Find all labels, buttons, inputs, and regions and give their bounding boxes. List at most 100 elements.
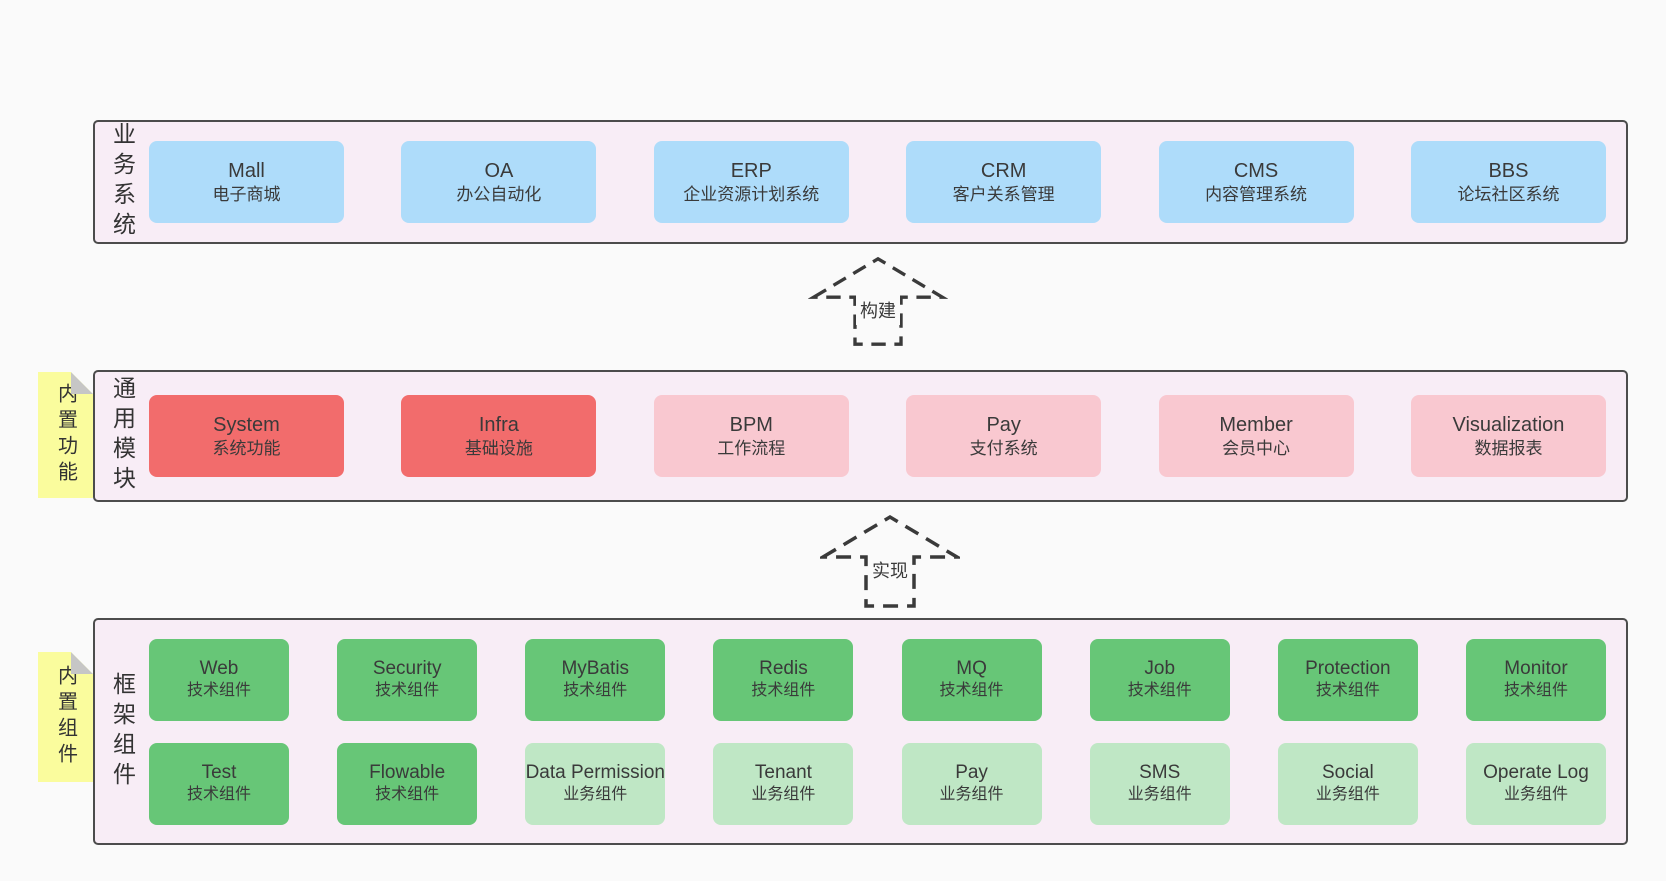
box-flowable: Flowable 技术组件	[337, 742, 478, 825]
box-title: Infra	[478, 413, 519, 436]
box-subtitle: 支付系统	[969, 438, 1038, 458]
box-subtitle: 企业资源计划系统	[683, 184, 820, 204]
box-subtitle: 会员中心	[1222, 438, 1291, 458]
box-title: Protection	[1305, 657, 1391, 679]
box-subtitle: 电子商城	[212, 184, 281, 204]
box-title: Social	[1321, 761, 1374, 783]
box-subtitle: 技术组件	[186, 786, 251, 804]
box-subtitle: 办公自动化	[456, 184, 542, 204]
box-title: Job	[1144, 657, 1176, 679]
box-title: Test	[201, 761, 237, 783]
box-pay: Pay 业务组件	[901, 742, 1042, 825]
build-arrow: 构建	[808, 254, 948, 348]
box-title: BPM	[729, 413, 773, 436]
folded-corner-icon	[71, 372, 93, 394]
box-subtitle: 业务组件	[1127, 786, 1192, 804]
dashed-up-arrow-icon	[820, 514, 960, 608]
box-subtitle: 论坛社区系统	[1457, 184, 1560, 204]
box-title: CRM	[980, 159, 1027, 182]
box-title: Pay	[955, 761, 988, 783]
box-subtitle: 客户关系管理	[952, 184, 1055, 204]
box-title: Member	[1219, 413, 1293, 436]
box-data-permission: Data Permission 业务组件	[525, 742, 666, 825]
box-title: Monitor	[1504, 657, 1568, 679]
box-subtitle: 内容管理系统	[1205, 184, 1308, 204]
box-mybatis: MyBatis 技术组件	[525, 638, 666, 721]
box-sms: SMS 业务组件	[1089, 742, 1230, 825]
box-subtitle: 业务组件	[563, 786, 628, 804]
box-redis: Redis 技术组件	[713, 638, 854, 721]
box-subtitle: 业务组件	[1503, 786, 1568, 804]
box-subtitle: 业务组件	[939, 786, 1004, 804]
box-title: ERP	[730, 159, 772, 182]
common-modules-label: 通用模块	[109, 376, 136, 496]
box-title: Redis	[759, 657, 808, 679]
box-tenant: Tenant 业务组件	[713, 742, 854, 825]
box-title: Tenant	[754, 761, 812, 783]
built-in-features-tag: 内置功能	[38, 372, 93, 498]
box-subtitle: 技术组件	[939, 682, 1004, 700]
box-subtitle: 数据报表	[1474, 438, 1543, 458]
box-web: Web 技术组件	[149, 638, 289, 721]
box-subtitle: 技术组件	[1315, 682, 1380, 700]
box-job: Job 技术组件	[1089, 638, 1230, 721]
built-in-components-tag: 内置组件	[38, 652, 93, 782]
build-arrow-label: 构建	[856, 295, 900, 326]
implement-arrow: 实现	[820, 512, 960, 610]
box-subtitle: 工作流程	[717, 438, 786, 458]
box-social: Social 业务组件	[1277, 742, 1418, 825]
box-title: SMS	[1139, 761, 1181, 783]
box-subtitle: 技术组件	[186, 682, 251, 700]
box-subtitle: 系统功能	[212, 438, 281, 458]
box-title: Security	[372, 657, 442, 679]
box-title: System	[213, 413, 280, 436]
box-subtitle: 技术组件	[563, 682, 628, 700]
box-title: Web	[199, 657, 239, 679]
business-systems-label: 业务系统	[109, 122, 136, 242]
box-subtitle: 技术组件	[1127, 682, 1192, 700]
box-subtitle: 技术组件	[751, 682, 816, 700]
box-title: Data Permission	[525, 761, 665, 783]
box-protection: Protection 技术组件	[1277, 638, 1418, 721]
box-title: Flowable	[369, 761, 446, 783]
folded-corner-icon	[71, 652, 93, 674]
box-title: Mall	[228, 159, 265, 182]
box-title: Operate Log	[1483, 761, 1589, 783]
box-subtitle: 基础设施	[464, 438, 533, 458]
box-title: MyBatis	[561, 657, 630, 679]
box-title: BBS	[1488, 159, 1529, 182]
box-subtitle: 技术组件	[1503, 682, 1568, 700]
box-monitor: Monitor 技术组件	[1465, 638, 1606, 721]
box-test: Test 技术组件	[149, 742, 289, 825]
framework-components-label: 框架组件	[109, 671, 136, 792]
implement-arrow-label: 实现	[868, 555, 912, 586]
box-subtitle: 技术组件	[375, 786, 440, 804]
box-subtitle: 业务组件	[1315, 786, 1380, 804]
box-title: Pay	[986, 413, 1021, 436]
box-title: CMS	[1233, 159, 1279, 182]
box-title: Visualization	[1452, 413, 1565, 436]
box-subtitle: 技术组件	[375, 682, 440, 700]
box-subtitle: 业务组件	[751, 786, 816, 804]
